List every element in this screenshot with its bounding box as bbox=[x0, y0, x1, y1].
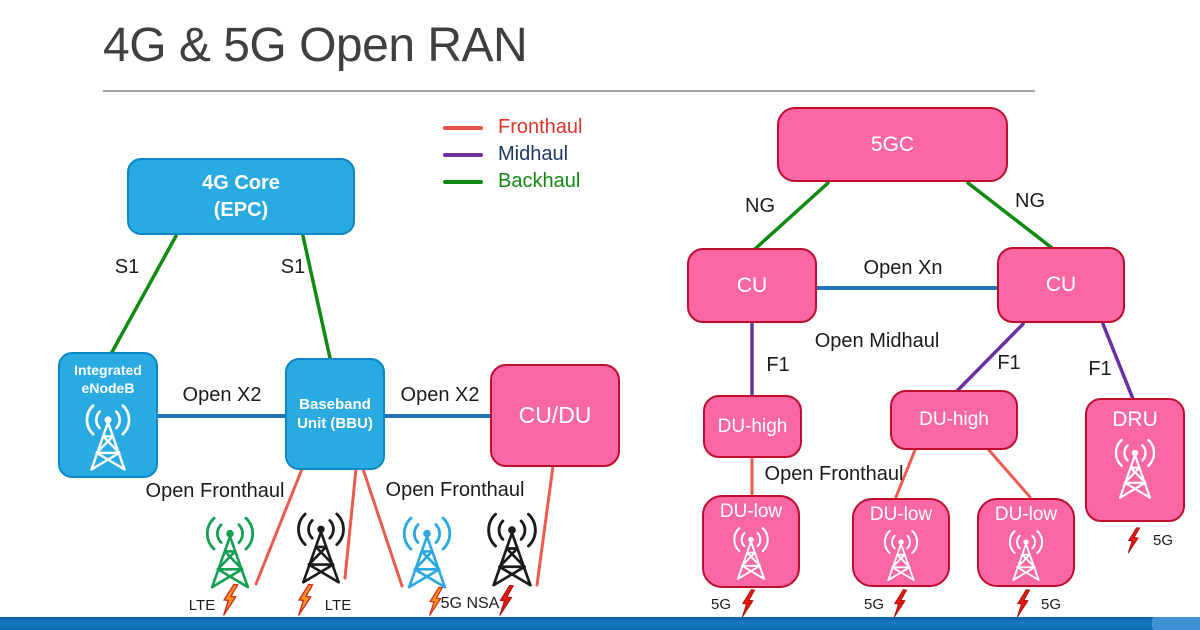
label-s1-right: S1 bbox=[280, 256, 306, 278]
lightning-bolt-icon bbox=[219, 582, 239, 618]
node-4g-core-label-line2: (EPC) bbox=[213, 198, 269, 221]
label-open-x2-left: Open X2 bbox=[182, 384, 262, 406]
link-fronthaul-duhigh-dulow3 bbox=[986, 447, 1032, 499]
label-du-low-3-tech: 5G bbox=[1040, 596, 1062, 613]
legend-label-backhaul: Backhaul bbox=[498, 170, 581, 192]
bottom-accent-bar-tab bbox=[1152, 617, 1200, 630]
label-open-midhaul: Open Midhaul bbox=[814, 330, 940, 352]
link-f1-right bbox=[1101, 322, 1135, 401]
legend-item-midhaul: Midhaul bbox=[443, 141, 583, 168]
node-4g-core: 4G Core (EPC) bbox=[127, 158, 355, 235]
link-ng-right bbox=[966, 181, 1054, 250]
node-enodeb-label-line2: eNodeB bbox=[81, 380, 135, 397]
legend-label-fronthaul: Fronthaul bbox=[498, 116, 583, 138]
lightning-bolt-icon bbox=[738, 587, 756, 619]
link-f1-mid bbox=[955, 322, 1025, 393]
label-du-low-2-tech: 5G bbox=[863, 596, 885, 613]
link-fronthaul-bbu-tower1 bbox=[254, 467, 304, 586]
node-cu-right: CU bbox=[997, 247, 1125, 323]
label-tower34-tech: 5G NSA bbox=[440, 595, 500, 612]
node-du-low-3: DU-low bbox=[977, 498, 1075, 587]
node-enodeb-label-line1: Integrated bbox=[74, 362, 142, 378]
midhaul-line-swatch bbox=[443, 152, 483, 157]
label-dru-tech: 5G bbox=[1152, 532, 1174, 549]
label-f1-left: F1 bbox=[766, 354, 790, 376]
node-du-low-3-label: DU-low bbox=[994, 504, 1058, 525]
cell-tower-icon-lte-green bbox=[200, 511, 260, 590]
bottom-accent-bar bbox=[0, 617, 1200, 630]
label-tower1-tech: LTE bbox=[188, 597, 216, 614]
link-fronthaul-bbu-tower3 bbox=[361, 467, 404, 588]
node-dru: DRU bbox=[1085, 398, 1185, 522]
lightning-bolt-icon bbox=[495, 583, 515, 618]
antenna-icon bbox=[726, 523, 776, 581]
lightning-bolt-icon bbox=[890, 587, 908, 619]
label-open-x2-right: Open X2 bbox=[400, 384, 480, 406]
node-5gc: 5GC bbox=[777, 107, 1008, 182]
fronthaul-line-swatch bbox=[443, 125, 483, 130]
cell-tower-icon-lte-black bbox=[291, 507, 351, 585]
cell-tower-icon-5g-blue bbox=[396, 511, 458, 590]
node-dru-label: DRU bbox=[1112, 408, 1158, 431]
antenna-icon bbox=[1001, 526, 1051, 582]
label-ng-left: NG bbox=[745, 195, 775, 217]
link-s1-left bbox=[110, 234, 178, 354]
node-cudu: CU/DU bbox=[490, 364, 620, 467]
cell-tower-icon-5g-black bbox=[481, 507, 543, 588]
node-bbu-label-line2: Unit (BBU) bbox=[297, 415, 373, 432]
label-f1-right: F1 bbox=[1088, 358, 1112, 380]
label-open-fronthaul-nr: Open Fronthaul bbox=[764, 463, 904, 485]
node-cu-left: CU bbox=[687, 248, 817, 323]
antenna-icon bbox=[876, 526, 926, 582]
node-cu-right-label: CU bbox=[1045, 273, 1077, 296]
node-du-high-left: DU-high bbox=[703, 395, 802, 458]
lightning-bolt-icon bbox=[1125, 525, 1142, 555]
lightning-bolt-icon bbox=[294, 582, 314, 618]
link-fronthaul-cudu-tower4 bbox=[535, 464, 555, 587]
antenna-icon bbox=[79, 399, 137, 472]
link-s1-right bbox=[301, 234, 332, 360]
link-fronthaul-duhigh-dulow2 bbox=[894, 448, 917, 499]
label-du-low-1-tech: 5G bbox=[710, 596, 732, 613]
backhaul-line-swatch bbox=[443, 179, 483, 184]
label-ng-right: NG bbox=[1015, 190, 1045, 212]
label-s1-left: S1 bbox=[114, 256, 140, 278]
label-open-fronthaul-right: Open Fronthaul bbox=[385, 479, 525, 501]
node-du-high-mid-label: DU-high bbox=[919, 409, 989, 430]
label-open-xn: Open Xn bbox=[863, 257, 943, 279]
node-du-high-mid: DU-high bbox=[890, 390, 1018, 450]
node-5gc-label: 5GC bbox=[870, 132, 915, 156]
label-open-fronthaul-left: Open Fronthaul bbox=[145, 480, 285, 502]
node-du-low-1: DU-low bbox=[702, 495, 800, 588]
node-du-low-2-label: DU-low bbox=[869, 504, 933, 525]
node-cudu-label: CU/DU bbox=[518, 402, 592, 428]
node-du-low-2: DU-low bbox=[852, 498, 950, 587]
node-bbu: Baseband Unit (BBU) bbox=[285, 358, 385, 470]
legend: Fronthaul Midhaul Backhaul bbox=[443, 114, 583, 195]
page-title: 4G & 5G Open RAN bbox=[103, 19, 528, 72]
lightning-bolt-icon bbox=[1013, 587, 1031, 619]
link-fronthaul-bbu-tower2 bbox=[343, 467, 358, 580]
node-integrated-enodeb: Integrated eNodeB bbox=[58, 352, 158, 478]
node-4g-core-label-line1: 4G Core bbox=[202, 171, 280, 194]
antenna-icon bbox=[1108, 434, 1162, 500]
label-tower2-tech: LTE bbox=[324, 597, 352, 614]
node-du-low-1-label: DU-low bbox=[719, 501, 783, 522]
link-ng-left bbox=[753, 181, 830, 251]
legend-item-backhaul: Backhaul bbox=[443, 168, 583, 195]
node-du-high-left-label: DU-high bbox=[717, 415, 788, 437]
node-cu-left-label: CU bbox=[736, 273, 768, 297]
legend-label-midhaul: Midhaul bbox=[498, 143, 569, 165]
legend-item-fronthaul: Fronthaul bbox=[443, 114, 583, 141]
node-bbu-label-line1: Baseband bbox=[299, 395, 371, 413]
label-f1-mid: F1 bbox=[997, 352, 1021, 374]
title-divider bbox=[103, 90, 1035, 92]
